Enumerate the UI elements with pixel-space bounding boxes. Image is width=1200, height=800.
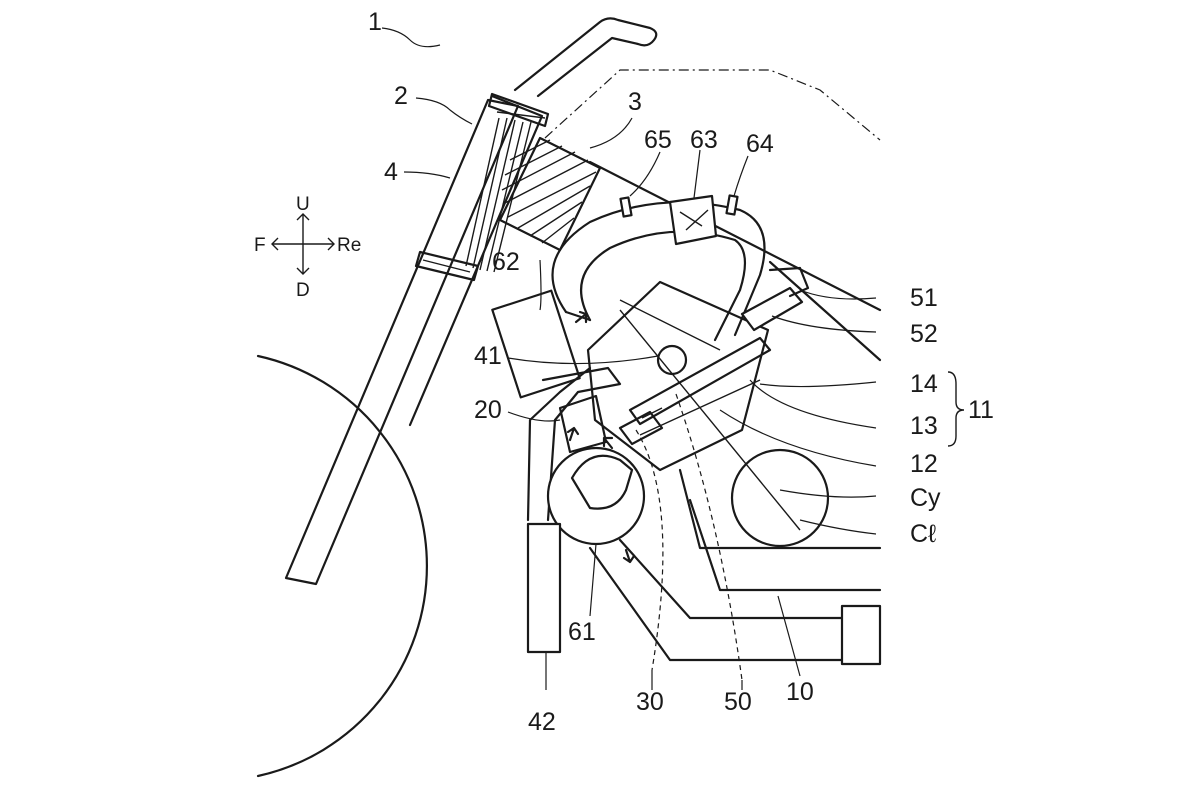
label-61: 61 (568, 618, 596, 646)
pipe-42 (526, 522, 562, 654)
exhaust-pipe-13 (618, 336, 772, 446)
label-cl: Cℓ (910, 520, 937, 548)
label-50: 50 (724, 688, 752, 716)
label-52: 52 (910, 320, 938, 348)
catalyst-51 (740, 266, 810, 332)
sensor-63 (668, 194, 718, 246)
label-51: 51 (910, 284, 938, 312)
center-line-cl (619, 309, 801, 531)
exhaust-route-10 (588, 468, 882, 666)
line-30 (635, 429, 664, 671)
reference-labels: 1 2 3 4 65 63 64 62 51 52 41 14 11 20 13… (368, 8, 994, 736)
fuel-tank-outline (544, 69, 881, 141)
label-63: 63 (690, 126, 718, 154)
dir-down: D (296, 280, 310, 301)
main-frame-upper (588, 160, 882, 312)
brace-11 (947, 371, 965, 447)
label-13: 13 (910, 412, 938, 440)
label-11: 11 (968, 396, 994, 424)
sensor-64 (725, 194, 739, 216)
pivot-41 (656, 344, 688, 376)
label-20: 20 (474, 396, 502, 424)
cylinder-cy (730, 448, 830, 548)
label-1: 1 (368, 8, 382, 36)
flow-arrows (566, 310, 636, 564)
label-65: 65 (644, 126, 672, 154)
main-frame-lower (768, 260, 882, 362)
label-2: 2 (394, 82, 408, 110)
dir-up: U (296, 194, 310, 215)
leader-lines (381, 27, 877, 690)
label-cy: Cy (910, 484, 941, 512)
dir-front: F (254, 235, 266, 256)
label-12: 12 (910, 450, 938, 478)
handlebar (513, 17, 658, 98)
label-41: 41 (474, 342, 502, 370)
label-62: 62 (492, 248, 520, 276)
dir-rear: Re (337, 235, 361, 256)
label-64: 64 (746, 130, 774, 158)
label-30: 30 (636, 688, 664, 716)
direction-indicator: U D F Re (254, 194, 361, 301)
sensor-65 (619, 196, 633, 218)
radiator-62 (491, 289, 581, 399)
label-3: 3 (628, 88, 642, 116)
label-42: 42 (528, 708, 556, 736)
line-50 (675, 393, 743, 681)
label-4: 4 (384, 158, 398, 186)
pipe-arrow-13 (641, 407, 663, 419)
muffler-61 (546, 446, 646, 546)
label-14: 14 (910, 370, 938, 398)
front-wheel (256, 354, 429, 778)
label-10: 10 (786, 678, 814, 706)
front-fork (284, 92, 550, 586)
